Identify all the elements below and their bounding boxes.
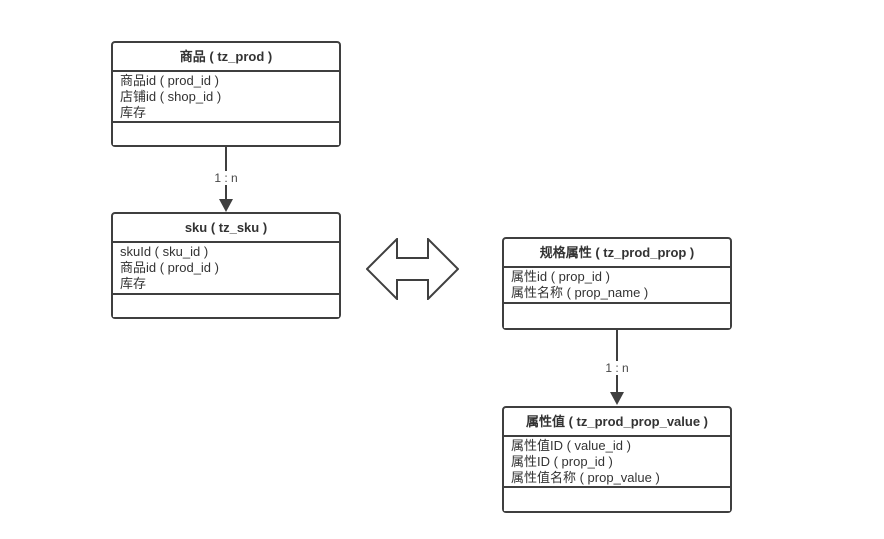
entity-title-prod-prop-value: 属性值 ( tz_prod_prop_value ) [504,408,730,437]
entity-fields-prod: 商品id ( prod_id ) 店铺id ( shop_id ) 库存 [113,72,339,123]
field-row: 属性ID ( prop_id ) [511,454,613,469]
field-row: 属性值名称 ( prop_value ) [511,470,660,485]
arrowhead-down-icon [610,392,624,405]
entity-box-prod: 商品 ( tz_prod ) 商品id ( prod_id ) 店铺id ( s… [111,41,341,147]
entity-title-sku: sku ( tz_sku ) [113,214,339,243]
entity-footer [113,123,339,145]
field-row: 属性名称 ( prop_name ) [511,285,649,300]
field-row: 店铺id ( shop_id ) [120,89,222,104]
entity-fields-sku: skuId ( sku_id ) 商品id ( prod_id ) 库存 [113,243,339,295]
entity-fields-prod-prop-value: 属性值ID ( value_id ) 属性ID ( prop_id ) 属性值名… [504,437,730,488]
entity-fields-prod-prop: 属性id ( prop_id ) 属性名称 ( prop_name ) [504,268,730,304]
connector-prod-sku-label: 1 : n [210,171,242,185]
field-row: 商品id ( prod_id ) [120,260,219,275]
field-row: 库存 [120,105,147,120]
entity-title-prod: 商品 ( tz_prod ) [113,43,339,72]
arrowhead-down-icon [219,199,233,212]
field-row: 属性id ( prop_id ) [511,269,610,284]
field-row: 库存 [120,276,147,291]
entity-box-prod-prop: 规格属性 ( tz_prod_prop ) 属性id ( prop_id ) 属… [502,237,732,330]
entity-title-prod-prop: 规格属性 ( tz_prod_prop ) [504,239,730,268]
entity-box-prod-prop-value: 属性值 ( tz_prod_prop_value ) 属性值ID ( value… [502,406,732,513]
entity-footer [504,304,730,328]
field-row: 属性值ID ( value_id ) [511,438,631,453]
connector-prop-value-label: 1 : n [601,361,633,375]
field-row: skuId ( sku_id ) [120,244,209,259]
entity-footer [113,295,339,317]
entity-box-sku: sku ( tz_sku ) skuId ( sku_id ) 商品id ( p… [111,212,341,319]
double-arrow-icon [366,238,459,300]
field-row: 商品id ( prod_id ) [120,73,219,88]
entity-footer [504,488,730,511]
